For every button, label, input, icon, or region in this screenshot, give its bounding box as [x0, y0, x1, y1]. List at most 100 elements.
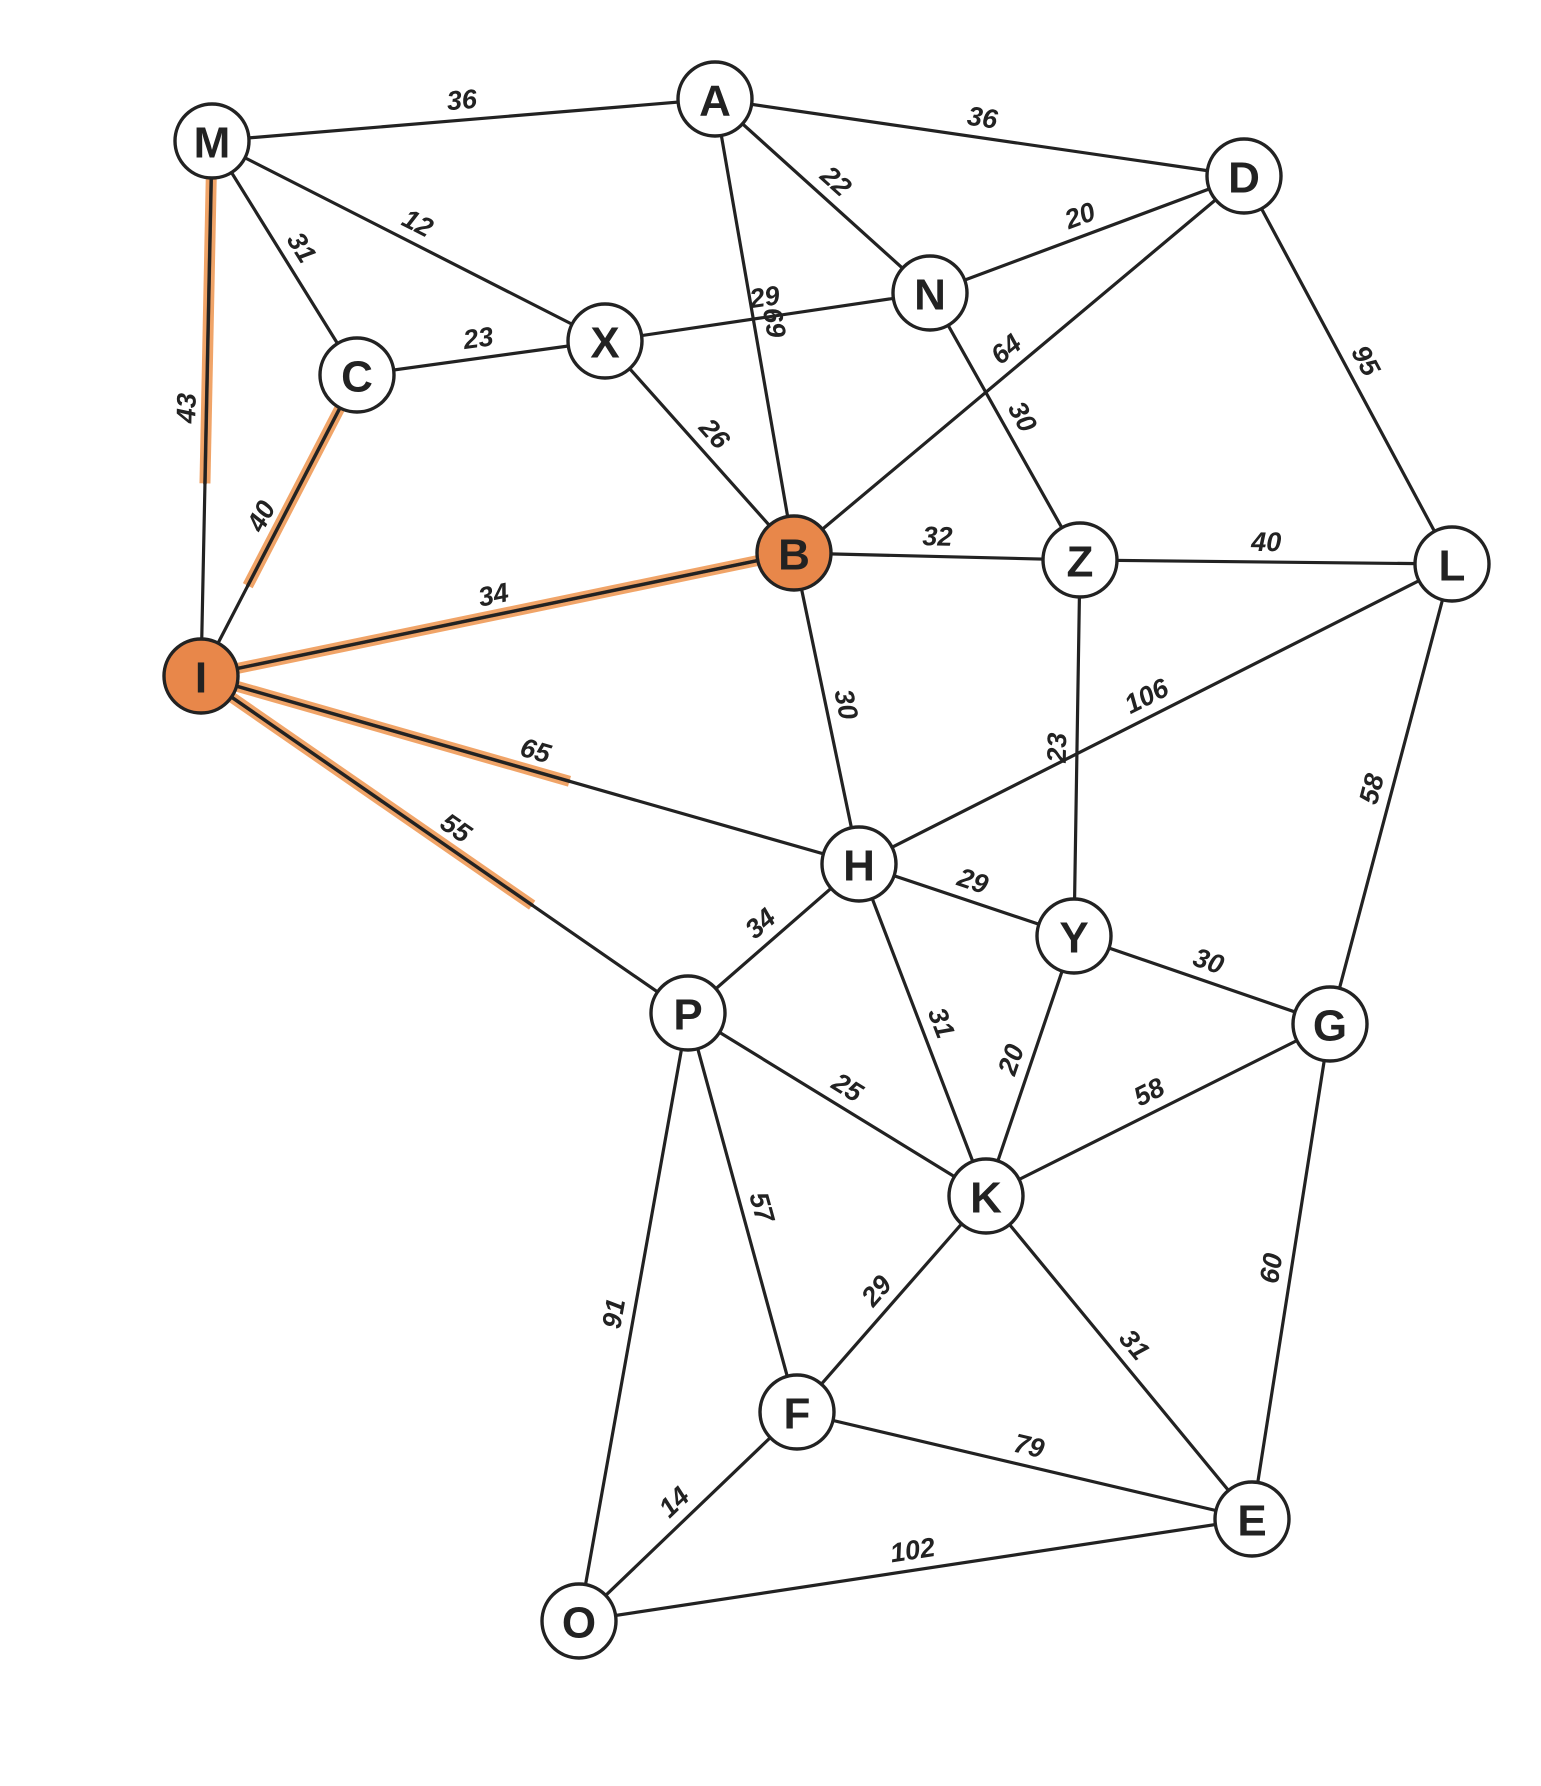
edge-x-n-weight: 29 — [747, 280, 782, 314]
edge-p-f-weight: 57 — [743, 1189, 780, 1228]
node-m-circle — [173, 102, 251, 180]
edge-x-b — [603, 339, 796, 555]
edge-g-e-weight: 60 — [1254, 1251, 1288, 1285]
edge-l-g-weight: 58 — [1353, 771, 1390, 808]
node-x[interactable]: X — [566, 302, 644, 380]
node-e-circle — [1213, 1480, 1291, 1558]
edge-z-y — [1072, 558, 1082, 938]
node-z[interactable]: Z — [1041, 521, 1119, 599]
edge-c-i — [199, 373, 359, 678]
node-e-label: E — [1237, 1497, 1266, 1546]
node-o-label: O — [562, 1599, 596, 1648]
edge-f-e-weight: 79 — [1011, 1428, 1047, 1464]
node-p-label: P — [673, 991, 702, 1040]
node-e[interactable]: E — [1213, 1480, 1291, 1558]
edge-y-k-weight: 20 — [992, 1041, 1030, 1080]
node-d[interactable]: D — [1205, 137, 1283, 215]
edge-l-h — [857, 562, 1454, 866]
node-i-label: I — [195, 654, 207, 703]
node-b-circle — [755, 514, 833, 592]
edge-y-g — [1072, 934, 1332, 1026]
edge-b-z-weight: 32 — [922, 521, 953, 552]
node-h-label: H — [843, 842, 875, 891]
edge-x-n — [603, 291, 932, 343]
node-y-circle — [1035, 897, 1113, 975]
node-c[interactable]: C — [318, 336, 396, 414]
node-a[interactable]: A — [676, 60, 754, 138]
node-c-circle — [318, 336, 396, 414]
node-y[interactable]: Y — [1035, 897, 1113, 975]
node-k[interactable]: K — [947, 1157, 1025, 1235]
node-f-label: F — [784, 1390, 811, 1439]
edge-i-p — [199, 674, 690, 1015]
node-d-label: D — [1228, 154, 1260, 203]
node-l-circle — [1413, 525, 1491, 603]
edge-m-x — [210, 139, 607, 343]
edge-k-e — [984, 1194, 1254, 1521]
edge-m-a-weight: 36 — [446, 84, 479, 116]
node-p[interactable]: P — [649, 974, 727, 1052]
node-l[interactable]: L — [1413, 525, 1491, 603]
node-g-circle — [1291, 985, 1369, 1063]
node-n-label: N — [914, 271, 946, 320]
edge-i-h — [199, 674, 861, 866]
edge-z-l-weight: 40 — [1250, 527, 1281, 557]
edge-m-i-weight: 43 — [171, 393, 202, 425]
node-k-label: K — [970, 1174, 1002, 1223]
edge-l-h-weight: 106 — [1120, 672, 1175, 720]
node-z-label: Z — [1067, 538, 1094, 587]
node-g-label: G — [1313, 1002, 1347, 1051]
node-y-label: Y — [1059, 914, 1088, 963]
edge-o-e — [577, 1517, 1254, 1623]
node-h[interactable]: H — [820, 825, 898, 903]
edge-d-b — [792, 174, 1246, 555]
edge-l-g — [1328, 562, 1454, 1026]
edge-p-k — [686, 1011, 988, 1198]
edge-p-o — [577, 1011, 690, 1623]
node-i[interactable]: I — [162, 637, 240, 715]
edge-i-b-weight: 34 — [476, 577, 512, 612]
node-h-circle — [820, 825, 898, 903]
nodes-layer: M A D N X C B Z L I H Y G P K F E O — [162, 60, 1491, 1660]
edge-a-d — [713, 97, 1246, 178]
edge-m-c — [210, 139, 359, 377]
edge-a-b-weight: 69 — [757, 305, 792, 340]
edge-h-y-weight: 29 — [953, 862, 992, 900]
edge-h-k-weight: 31 — [922, 1003, 961, 1042]
edge-g-e — [1250, 1022, 1332, 1521]
edge-i-b — [199, 551, 796, 678]
node-c-label: C — [341, 353, 373, 402]
node-a-circle — [676, 60, 754, 138]
edge-f-e — [795, 1410, 1254, 1521]
node-n[interactable]: N — [891, 254, 969, 332]
edge-a-b — [713, 97, 796, 555]
edge-m-a — [210, 97, 717, 143]
node-l-label: L — [1439, 542, 1466, 591]
node-g[interactable]: G — [1291, 985, 1369, 1063]
node-k-circle — [947, 1157, 1025, 1235]
node-o[interactable]: O — [540, 1582, 618, 1660]
node-b[interactable]: B — [755, 514, 833, 592]
edge-x-b-weight: 26 — [693, 412, 737, 456]
node-x-circle — [566, 302, 644, 380]
edge-b-h — [792, 551, 861, 866]
node-x-label: X — [590, 319, 619, 368]
edge-a-n — [713, 97, 932, 295]
edge-a-d-weight: 36 — [965, 101, 1000, 135]
edge-m-i — [199, 139, 214, 678]
node-o-circle — [540, 1582, 618, 1660]
edge-g-k — [984, 1022, 1332, 1198]
edge-b-z — [792, 551, 1082, 562]
node-m-label: M — [194, 119, 231, 168]
edge-f-o — [577, 1410, 799, 1623]
edge-y-g-weight: 30 — [1189, 942, 1227, 980]
edge-o-e-weight: 102 — [888, 1532, 937, 1568]
node-f[interactable]: F — [758, 1373, 836, 1451]
edge-d-l — [1242, 174, 1454, 566]
node-f-circle — [758, 1373, 836, 1451]
node-z-circle — [1041, 521, 1119, 599]
node-p-circle — [649, 974, 727, 1052]
node-m[interactable]: M — [173, 102, 251, 180]
